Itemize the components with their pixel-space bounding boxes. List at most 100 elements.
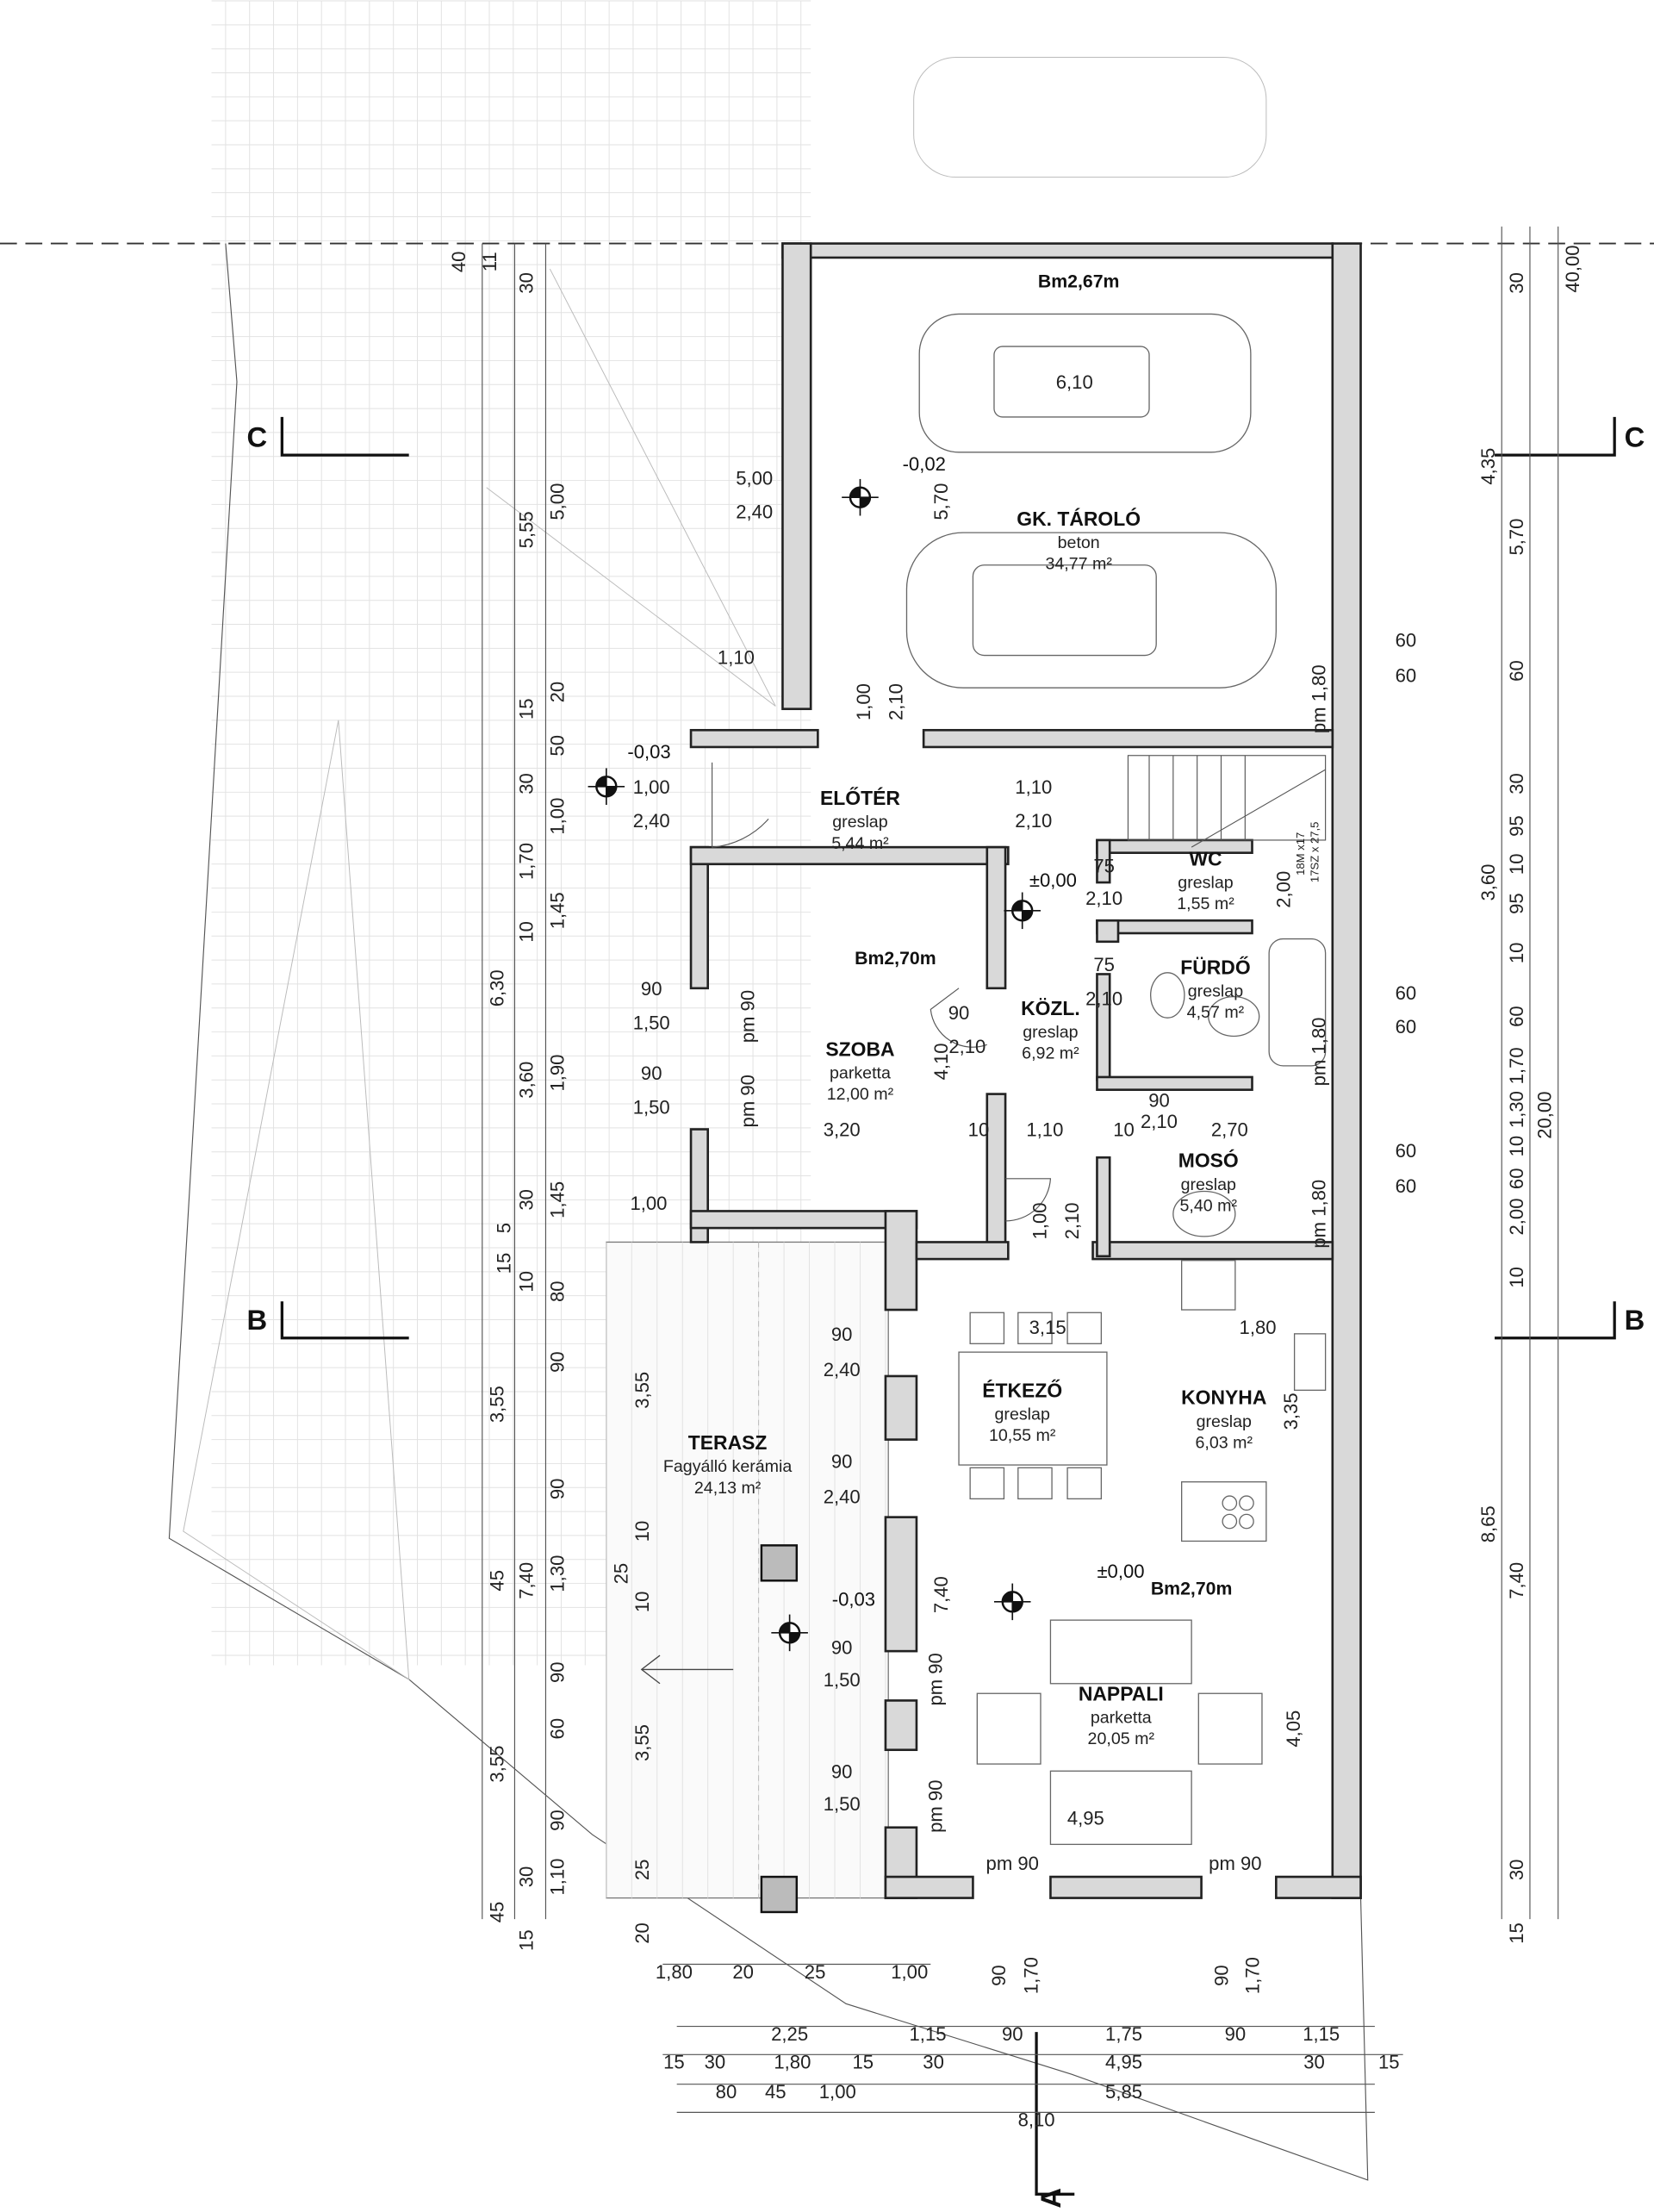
dimension-label: 10 <box>1506 1267 1527 1288</box>
dimension-label: 6,10 <box>1056 371 1093 393</box>
dimension-label: 7,40 <box>516 1562 538 1599</box>
dimension-label: 50 <box>547 735 569 757</box>
dimension-label: 1,00 <box>1029 1202 1051 1239</box>
dimension-label: 25 <box>631 1860 653 1881</box>
level-value: ±0,00 <box>1097 1561 1144 1582</box>
level-marker: ±0,00 <box>993 1561 1145 1621</box>
dimension-label: pm 90 <box>924 1779 946 1832</box>
room-floor: greslap <box>1188 982 1243 1001</box>
level-marker: -0,03 <box>771 1589 875 1652</box>
dimension-label: 2,10 <box>1085 888 1122 909</box>
terrace-column <box>760 1875 799 1914</box>
dimension-label: 90 <box>547 1810 569 1831</box>
dimension-label: 60 <box>1396 1175 1417 1197</box>
room-floor: Fagyálló kerámia <box>663 1457 793 1476</box>
dimension-label: 90 <box>988 1965 1010 1986</box>
section-marker-c-right: C <box>1495 416 1645 457</box>
dimension-label: 5,55 <box>516 511 538 548</box>
dimension-label: 2,00 <box>1273 871 1295 908</box>
dimension-label: 1,30 <box>547 1555 569 1592</box>
room-floor: greslap <box>1023 1023 1078 1042</box>
stair-note: 17SZ x 27,5 <box>1308 822 1321 883</box>
dimension-label: 40 <box>448 252 469 273</box>
terrace-area <box>606 1241 889 1899</box>
level-value: -0,03 <box>832 1589 875 1611</box>
dimension-label: 1,00 <box>630 1193 667 1214</box>
dimension-label: 75 <box>1093 954 1115 975</box>
dimension-label: 60 <box>1506 660 1527 682</box>
dimension-label: 60 <box>1396 1016 1417 1037</box>
dimension-label: 3,55 <box>486 1386 507 1423</box>
dimension-label: pm 1,80 <box>1309 1180 1330 1249</box>
dimension-label: 1,70 <box>1242 1957 1264 1994</box>
dimension-label: 2,70 <box>1211 1119 1248 1141</box>
dimension-label: 30 <box>516 272 538 294</box>
room-name: NAPPALI <box>1079 1682 1164 1704</box>
dimension-label: 4,95 <box>1067 1807 1104 1829</box>
svg-text:B: B <box>246 1304 267 1336</box>
dimension-label: 60 <box>1506 1168 1527 1190</box>
dimension-label: 3,55 <box>486 1746 507 1783</box>
dimension-label: 5 <box>494 1223 515 1233</box>
dimension-label: 1,45 <box>547 1181 569 1218</box>
room-area: 5,40 m² <box>1179 1196 1237 1215</box>
svg-text:B: B <box>1625 1304 1645 1336</box>
dimension-label: 4,10 <box>930 1043 952 1080</box>
dimension-label: 1,50 <box>824 1793 861 1815</box>
dimension-label: 30 <box>1506 1860 1527 1881</box>
dimension-label: 90 <box>1148 1089 1170 1111</box>
dimension-label: 1,50 <box>824 1669 861 1691</box>
room-name: SZOBA <box>825 1037 894 1060</box>
room-area: 10,55 m² <box>989 1426 1056 1445</box>
level-marker: -0,03 <box>588 741 671 806</box>
room-name: TERASZ <box>688 1431 768 1454</box>
dimension-label: 1,80 <box>1240 1317 1277 1338</box>
room-area: 20,05 m² <box>1088 1729 1155 1748</box>
room-name: WC <box>1189 847 1222 869</box>
dimension-label: 15 <box>1506 1922 1527 1944</box>
dimension-label: 2,10 <box>1141 1111 1178 1132</box>
ceiling-height: Bm2,70m <box>855 948 936 969</box>
level-value: ±0,00 <box>1029 869 1077 891</box>
room-area: 34,77 m² <box>1045 555 1112 574</box>
room-area: 1,55 m² <box>1177 894 1234 913</box>
dimension-label: 90 <box>831 1636 853 1658</box>
dimension-label: 4,05 <box>1283 1710 1304 1748</box>
dimension-label: 30 <box>516 1189 538 1211</box>
dimension-label: 1,10 <box>547 1859 569 1896</box>
dimension-label: 20,00 <box>1534 1092 1556 1139</box>
dimension-label: 10 <box>1113 1119 1135 1141</box>
dimension-label: pm 90 <box>1209 1853 1261 1874</box>
ceiling-height: Bm2,70m <box>1151 1579 1233 1599</box>
dimension-label: 10 <box>516 921 538 943</box>
room-area: 5,44 m² <box>831 834 889 853</box>
dimension-label: 1,70 <box>1021 1957 1042 1994</box>
room-floor: greslap <box>1181 1175 1236 1194</box>
level-marker: ±0,00 <box>1004 869 1077 930</box>
dimension-label: 2,40 <box>633 810 670 832</box>
room-name: FÜRDŐ <box>1180 956 1250 978</box>
dimension-label: 30 <box>516 1866 538 1888</box>
dimension-label: 60 <box>1506 1006 1527 1027</box>
room-name: GK. TÁROLÓ <box>1017 508 1141 530</box>
dimension-label: 1,50 <box>633 1097 670 1118</box>
level-markers: -0,02-0,03±0,00±0,00-0,03 <box>588 453 1145 1652</box>
furniture <box>958 938 1327 1846</box>
room-floor: beton <box>1058 533 1100 552</box>
room-floor: greslap <box>832 813 887 832</box>
dimension-label: 2,10 <box>948 1036 986 1057</box>
dimension-label: 10 <box>1506 943 1527 964</box>
dimension-label: 60 <box>1396 665 1417 687</box>
dimension-label: 6,30 <box>486 969 507 1006</box>
dimension-label: 15 <box>516 698 538 720</box>
dimension-label: 1,70 <box>516 843 538 880</box>
dimension-label: 3,20 <box>824 1119 861 1141</box>
dimension-label: 15 <box>516 1929 538 1951</box>
